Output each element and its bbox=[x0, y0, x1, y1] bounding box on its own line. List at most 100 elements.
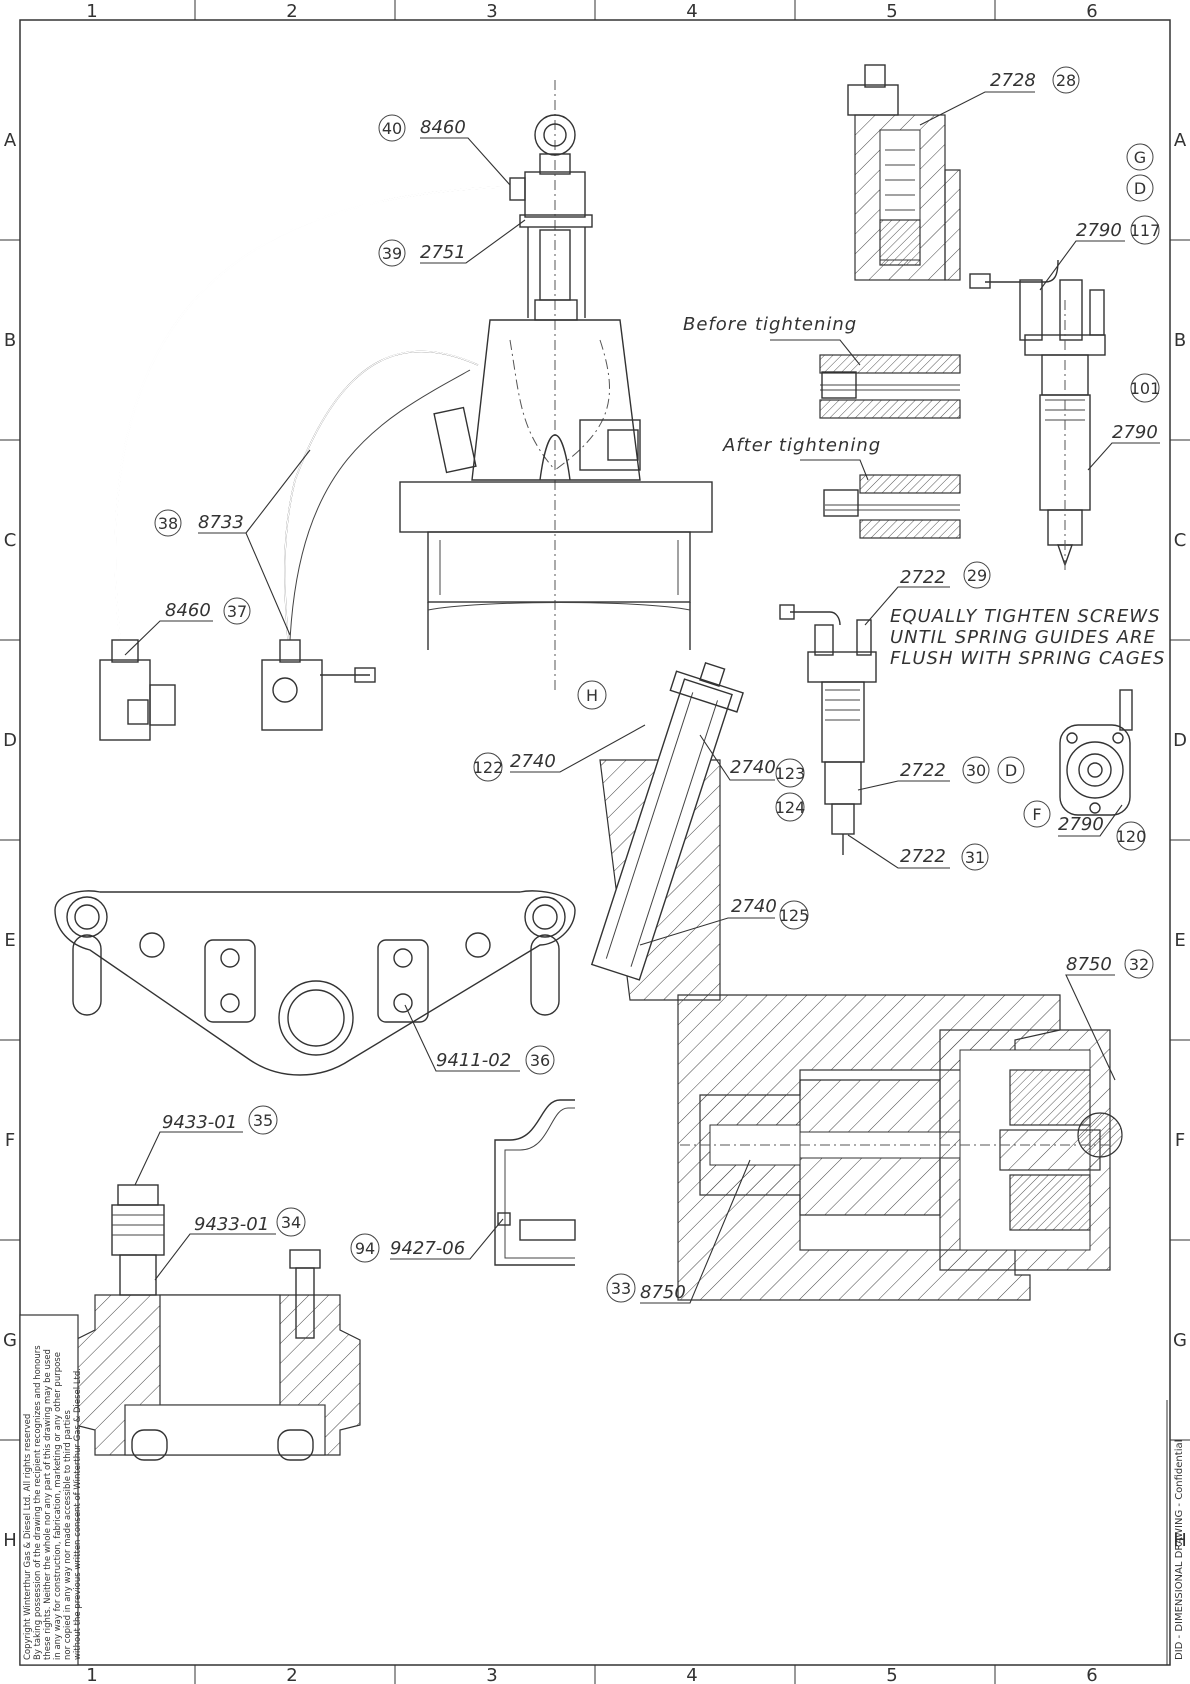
callout-117: 2790 117 bbox=[1039, 215, 1161, 291]
grid-row-c: C bbox=[4, 530, 17, 551]
view-f-injector-top bbox=[1059, 689, 1133, 816]
grid-col-3: 3 bbox=[486, 1, 497, 22]
bubble-123: 123 bbox=[775, 764, 806, 783]
note-after-tightening: After tightening bbox=[722, 435, 881, 456]
grid-row-a-right: A bbox=[1174, 130, 1187, 151]
grid-col-6-bottom: 6 bbox=[1086, 1665, 1097, 1684]
callout-125: 2740 125 bbox=[639, 896, 810, 946]
svg-text:H: H bbox=[586, 686, 598, 705]
part-9427-06: 9427-06 bbox=[390, 1238, 465, 1259]
note-line-2: UNTIL SPRING GUIDES ARE bbox=[890, 627, 1156, 648]
view-marker-d-mid: D bbox=[1005, 761, 1017, 780]
callout-123: 2740 123 124 bbox=[699, 734, 806, 822]
note-before-tightening: Before tightening bbox=[683, 314, 857, 335]
bubble-117: 117 bbox=[1130, 221, 1161, 240]
bubble-124: 124 bbox=[775, 798, 806, 817]
bubble-31: 31 bbox=[965, 848, 985, 867]
grid-column-labels-top: 1 2 3 4 5 6 bbox=[86, 1, 1097, 22]
callout-120: F 2790 120 bbox=[1023, 800, 1147, 851]
grid-col-2: 2 bbox=[286, 1, 297, 22]
callout-31: 2722 31 bbox=[847, 834, 989, 871]
callout-122: 122 2740 bbox=[473, 724, 646, 782]
bubble-94: 94 bbox=[355, 1239, 375, 1258]
part-2722-29: 2722 bbox=[900, 567, 946, 588]
grid-row-c-right: C bbox=[1174, 530, 1187, 551]
bubble-39: 39 bbox=[382, 244, 402, 263]
document-footer: DID - DIMENSIONAL DRAWING - Confidential bbox=[1166, 1400, 1185, 1665]
grid-col-1: 1 bbox=[86, 1, 97, 22]
hydraulic-jack-assembly bbox=[99, 80, 713, 741]
bubble-28: 28 bbox=[1056, 71, 1076, 90]
valve-2728-section bbox=[847, 64, 961, 281]
copyright-line-5: nor copied in any way nor made accessibl… bbox=[63, 1410, 73, 1660]
view-marker-f: F bbox=[1032, 805, 1041, 824]
callout-28: 2728 28 bbox=[919, 66, 1080, 126]
bubble-101: 101 bbox=[1130, 379, 1161, 398]
equally-tighten-note: EQUALLY TIGHTEN SCREWS UNTIL SPRING GUID… bbox=[890, 606, 1165, 669]
grid-row-b-right: B bbox=[1174, 330, 1186, 351]
grid-row-e-right: E bbox=[1174, 930, 1185, 951]
grid-row-g-right: G bbox=[1173, 1330, 1187, 1351]
note-line-3: FLUSH WITH SPRING CAGES bbox=[890, 648, 1165, 669]
grid-col-3-bottom: 3 bbox=[486, 1665, 497, 1684]
grid-col-1-bottom: 1 bbox=[86, 1665, 97, 1684]
grid-row-h: H bbox=[3, 1530, 17, 1551]
callout-94: 94 9427-06 bbox=[350, 1218, 504, 1263]
callout-101: 101 2790 bbox=[1087, 373, 1161, 471]
callout-34: 9433-01 34 bbox=[154, 1207, 306, 1281]
bubble-32: 32 bbox=[1129, 955, 1149, 974]
injector-2790 bbox=[969, 259, 1106, 570]
part-2790-101: 2790 bbox=[1112, 422, 1158, 443]
callout-38: 38 8733 bbox=[154, 449, 311, 636]
grid-row-f: F bbox=[5, 1130, 15, 1151]
callout-33: 33 8750 bbox=[606, 1159, 751, 1304]
bubble-29: 29 bbox=[967, 566, 987, 585]
grid-column-labels-bottom: 1 2 3 4 5 6 bbox=[86, 1665, 1097, 1684]
grid-row-h-right: H bbox=[1173, 1530, 1187, 1551]
after-tightening-detail: After tightening bbox=[722, 435, 961, 539]
part-9433-01-34: 9433-01 bbox=[194, 1214, 269, 1235]
bracket-9427-06 bbox=[494, 1099, 576, 1266]
bubble-120: 120 bbox=[1116, 827, 1147, 846]
part-2722-31: 2722 bbox=[900, 846, 946, 867]
before-tightening-detail: Before tightening bbox=[683, 314, 961, 419]
part-9411-02: 9411-02 bbox=[436, 1050, 511, 1071]
part-8460-top: 8460 bbox=[420, 117, 466, 138]
bubble-37: 37 bbox=[227, 602, 247, 621]
view-marker-d-top: D bbox=[1126, 174, 1154, 202]
bubble-125: 125 bbox=[779, 906, 810, 925]
view-marker-g: G bbox=[1126, 143, 1154, 171]
grid-row-d: D bbox=[3, 730, 17, 751]
grid-row-e: E bbox=[4, 930, 15, 951]
callout-37: 37 8460 bbox=[124, 597, 251, 656]
copyright-line-6: without the previous written consent of … bbox=[73, 1368, 83, 1660]
part-2740-123: 2740 bbox=[730, 757, 776, 778]
grid-row-f-right: F bbox=[1175, 1130, 1185, 1151]
grid-col-2-bottom: 2 bbox=[286, 1665, 297, 1684]
part-2722-30: 2722 bbox=[900, 760, 946, 781]
bubble-33: 33 bbox=[611, 1279, 631, 1298]
part-8750-33: 8750 bbox=[640, 1282, 686, 1303]
part-8460-left: 8460 bbox=[165, 600, 211, 621]
grid-col-4: 4 bbox=[686, 1, 697, 22]
part-9433-01-35: 9433-01 bbox=[162, 1112, 237, 1133]
copyright-notice: Copyright Winterthur Gas & Diesel Ltd. A… bbox=[19, 1314, 83, 1666]
grid-col-4-bottom: 4 bbox=[686, 1665, 697, 1684]
svg-text:D: D bbox=[1134, 179, 1146, 198]
grid-row-labels-right: A B C D E F G H bbox=[1173, 130, 1187, 1551]
part-8750-32: 8750 bbox=[1066, 954, 1112, 975]
copyright-line-1: Copyright Winterthur Gas & Diesel Ltd. A… bbox=[23, 1414, 33, 1660]
grid-row-a: A bbox=[4, 130, 17, 151]
bubble-35: 35 bbox=[253, 1111, 273, 1130]
grid-col-5-bottom: 5 bbox=[886, 1665, 897, 1684]
callout-32: 8750 32 bbox=[1065, 949, 1154, 1081]
injector-2722 bbox=[779, 604, 877, 855]
callout-29: 2722 29 bbox=[864, 561, 991, 626]
grid-row-labels-left: A B C D E F G H bbox=[3, 130, 17, 1551]
part-2740-122: 2740 bbox=[510, 751, 556, 772]
copyright-line-3: these rights. Neither the whole nor any … bbox=[43, 1349, 53, 1660]
grid-col-6: 6 bbox=[1086, 1, 1097, 22]
grid-row-b: B bbox=[4, 330, 16, 351]
view-h-angled-tool bbox=[590, 661, 744, 1001]
